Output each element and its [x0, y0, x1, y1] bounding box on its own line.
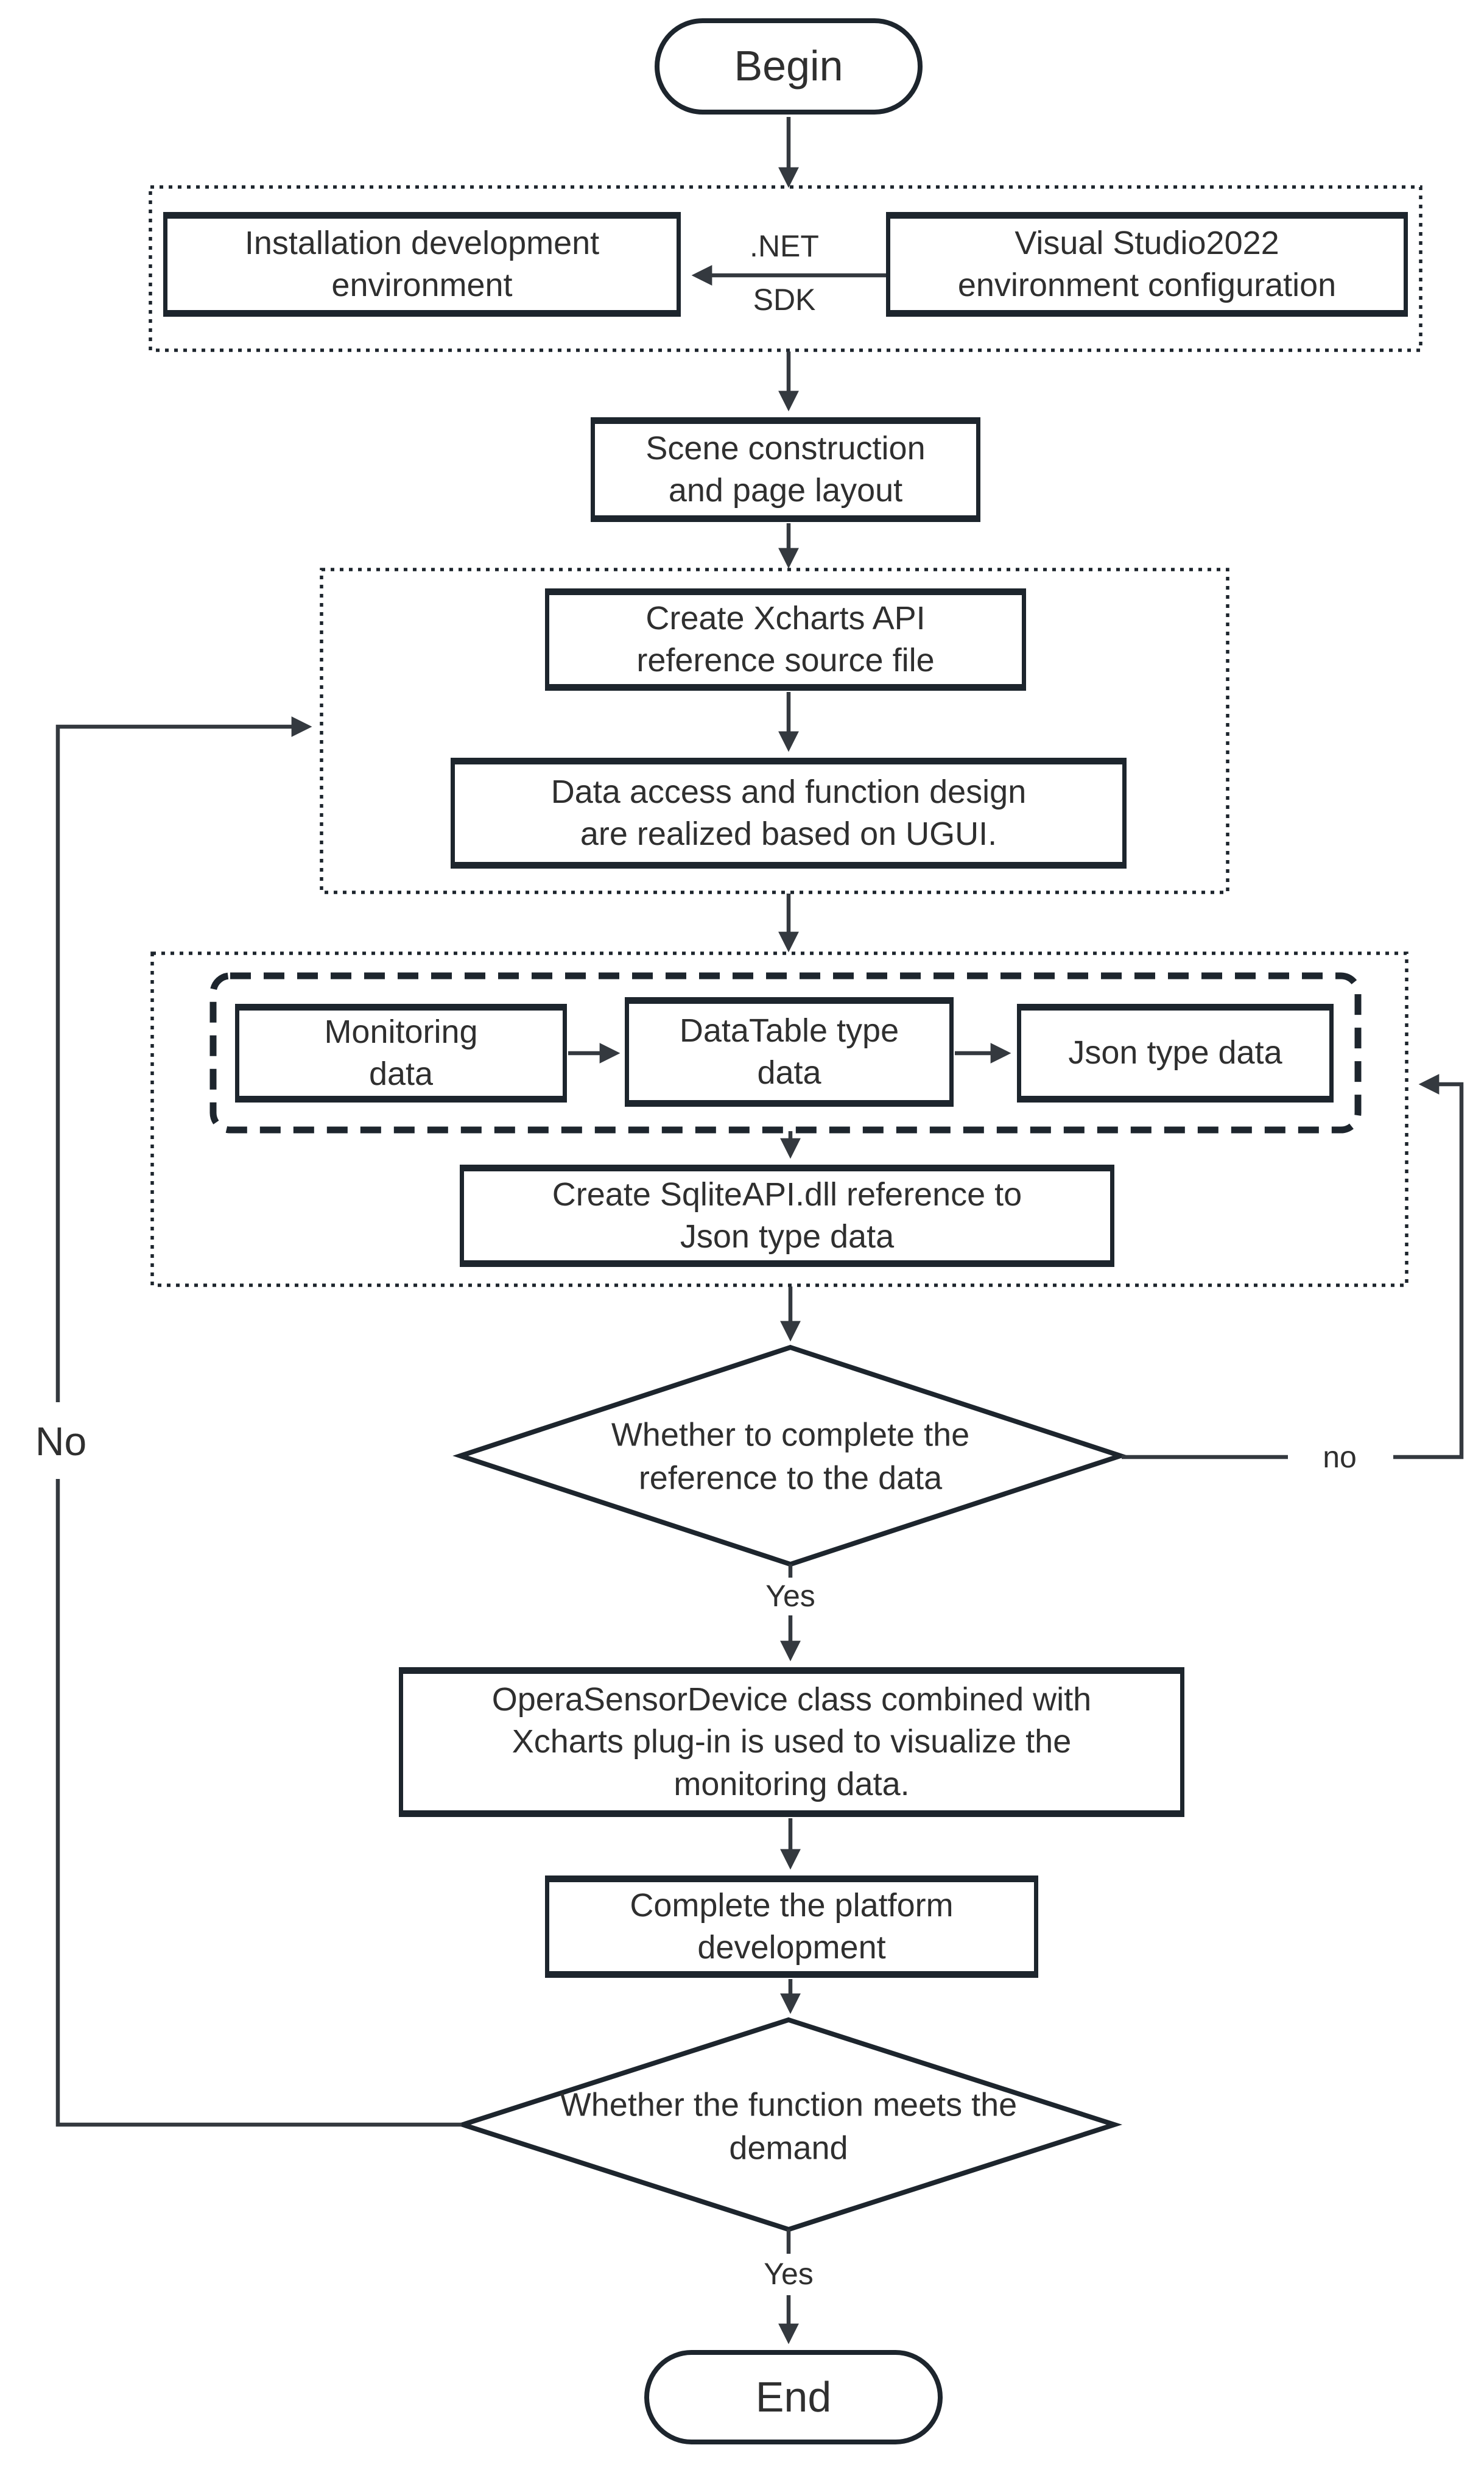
scene-label: Scene construction and page layout: [645, 429, 926, 509]
monitoring-label: Monitoring data: [324, 1013, 478, 1092]
begin-label: Begin: [734, 42, 843, 90]
datatable-label: DataTable type data: [679, 1012, 899, 1091]
ugui-label: Data access and function design are real…: [550, 773, 1027, 852]
opera-label: OperaSensorDevice class combined with Xc…: [491, 1681, 1092, 1802]
decision1-label: Whether to complete the reference to the…: [611, 1416, 970, 1497]
node-datatable-data: DataTable type data: [625, 997, 954, 1107]
node-installation-environment: Installation development environment: [163, 212, 681, 317]
decision2-label: Whether the function meets the demand: [560, 2086, 1018, 2167]
net-sdk-label-bottom: SDK: [753, 283, 816, 317]
node-monitoring-data: Monitoring data: [235, 1004, 567, 1103]
installation-label: Installation development environment: [244, 224, 600, 303]
edge-decision2-no-segment: [55, 1479, 462, 2127]
node-create-xcharts-api: Create Xcharts API reference source file: [545, 588, 1026, 691]
node-visual-studio-config: Visual Studio2022 environment configurat…: [886, 212, 1408, 317]
decision2-no-label: No: [35, 1419, 87, 1464]
node-complete-platform: Complete the platform development: [545, 1875, 1038, 1978]
end-label: End: [755, 2373, 832, 2421]
node-begin: Begin: [655, 18, 923, 115]
node-scene-construction: Scene construction and page layout: [591, 417, 980, 522]
node-json-data: Json type data: [1017, 1004, 1334, 1103]
container-xcharts-group: [320, 568, 1229, 894]
edge-no-loop-right-return: [1393, 1074, 1464, 1459]
container-environment-group: [149, 185, 1422, 352]
sqlite-label: Create SqliteAPI.dll reference to Json t…: [552, 1176, 1022, 1255]
node-end: End: [644, 2350, 943, 2444]
node-create-sqliteapi: Create SqliteAPI.dll reference to Json t…: [460, 1165, 1114, 1267]
decision1-yes-label: Yes: [765, 1579, 815, 1613]
node-opera-sensor-device: OperaSensorDevice class combined with Xc…: [399, 1667, 1184, 1817]
node-ugui-data-access: Data access and function design are real…: [451, 758, 1127, 869]
container-data-group: [150, 951, 1408, 1287]
json-label: Json type data: [1068, 1034, 1282, 1071]
xcharts-label: Create Xcharts API reference source file: [636, 599, 935, 679]
net-sdk-label-top: .NET: [750, 229, 819, 263]
edge-no-loop-left-return: [55, 716, 312, 1402]
container-data-pipeline-dashed: [209, 972, 1362, 1134]
decision2-yes-label: Yes: [764, 2257, 814, 2291]
decision1-no-label: no: [1323, 1440, 1357, 1474]
visual-studio-label: Visual Studio2022 environment configurat…: [957, 224, 1337, 303]
complete-label: Complete the platform development: [630, 1886, 954, 1966]
